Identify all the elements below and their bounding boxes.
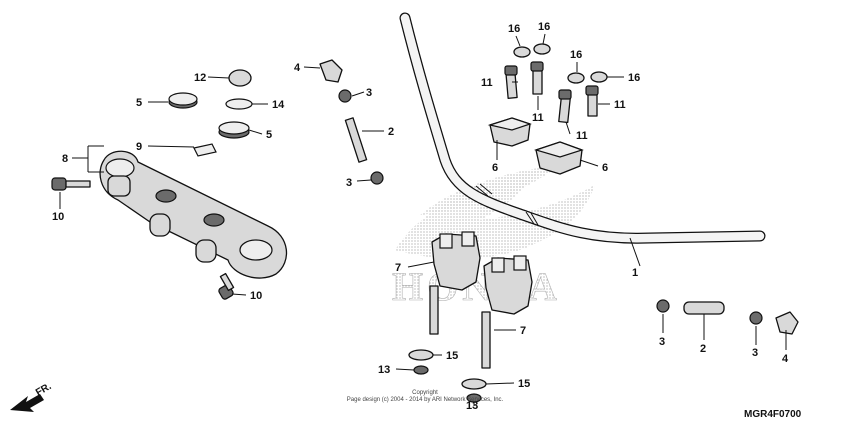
callout-15-b: 15: [518, 378, 530, 390]
callout-13-a: 13: [378, 364, 390, 376]
top-bridge-part: [99, 150, 288, 279]
front-direction-label: FR.: [34, 381, 54, 399]
callout-5-a: 5: [136, 97, 142, 109]
callout-7-b: 7: [520, 325, 526, 337]
holder-bolts: [504, 61, 599, 124]
callout-2-upper: 2: [388, 126, 394, 138]
callout-10-b: 10: [250, 290, 262, 302]
callout-11-b: 11: [532, 112, 544, 124]
callout-10-a: 10: [52, 211, 64, 223]
upper-holder-left: [487, 117, 532, 147]
callout-15-a: 15: [446, 350, 458, 362]
callout-16-b: 16: [538, 21, 550, 33]
bolt-caps: [513, 43, 608, 84]
leader-lines: [59, 33, 787, 406]
callout-3-b: 3: [346, 177, 352, 189]
callout-11-a: 11: [481, 77, 493, 89]
bar-end-weight-parts: [656, 299, 799, 335]
callout-labels: 1 2 2 3 3 3 3 4 4 5 5 6 6 7 7 8 9 10 10 …: [52, 21, 789, 412]
callout-16-c: 16: [570, 49, 582, 61]
callout-9: 9: [136, 141, 142, 153]
callout-5-b: 5: [266, 129, 272, 141]
callout-1: 1: [632, 267, 638, 279]
copyright-line-2: Page design (c) 2004 - 2014 by ARI Netwo…: [347, 397, 504, 403]
callout-2-lower: 2: [700, 343, 706, 355]
callout-3-c: 3: [659, 336, 665, 348]
callout-7-a: 7: [395, 262, 401, 274]
callout-11-c: 11: [576, 130, 588, 142]
callout-3-d: 3: [752, 347, 758, 359]
stem-parts: [168, 69, 253, 157]
callout-16-a: 16: [508, 23, 520, 35]
diagram-code: MGR4F0700: [744, 409, 802, 420]
callout-12: 12: [194, 72, 206, 84]
bridge-bolts: [51, 177, 235, 300]
callout-6-a: 6: [492, 162, 498, 174]
lower-holder-right: [481, 255, 533, 369]
handlebar-part: [399, 12, 766, 244]
callout-8: 8: [62, 153, 68, 165]
lower-holder-left: [429, 231, 481, 335]
switch-clamp-upper: [319, 59, 384, 185]
callout-4-lower: 4: [782, 353, 789, 365]
callout-16-d: 16: [628, 72, 640, 84]
callout-11-d: 11: [614, 99, 626, 111]
copyright-line-1: Copyright: [412, 390, 438, 396]
callout-6-b: 6: [602, 162, 608, 174]
callout-4-upper: 4: [294, 62, 301, 74]
callout-14: 14: [272, 99, 285, 111]
callout-13-b: 13: [466, 400, 478, 412]
callout-3-a: 3: [366, 87, 372, 99]
upper-holder-right: [533, 141, 584, 175]
front-direction-indicator: FR.: [10, 381, 54, 412]
